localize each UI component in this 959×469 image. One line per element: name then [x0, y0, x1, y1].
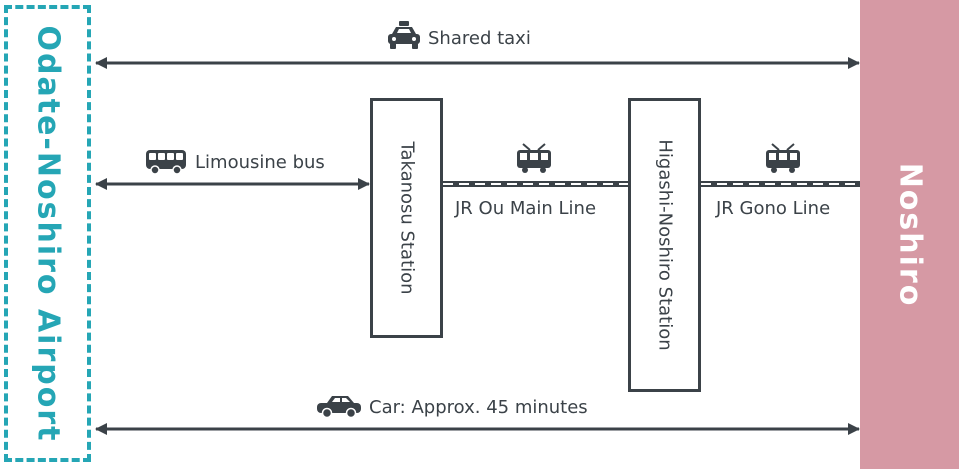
ou-line-label: JR Ou Main Line: [455, 198, 597, 219]
takanosu-station-box: Takanosu Station: [370, 98, 443, 338]
train-icon: [517, 143, 551, 173]
higashi-noshiro-station-label: Higashi-Noshiro Station: [654, 139, 675, 351]
gono-line-label: JR Gono Line: [716, 198, 831, 219]
takanosu-station-label: Takanosu Station: [396, 141, 417, 295]
higashi-noshiro-station-box: Higashi-Noshiro Station: [628, 98, 701, 392]
airport-label: Odate-Noshiro Airport: [30, 25, 65, 442]
bus-route-label: Limousine bus: [195, 152, 325, 173]
bus-icon: [146, 150, 186, 175]
noshiro-box: Noshiro: [860, 0, 959, 469]
train-icon: [766, 143, 800, 173]
noshiro-label: Noshiro: [892, 162, 927, 307]
car-icon: [317, 396, 361, 419]
airport-box: Odate-Noshiro Airport: [4, 5, 91, 462]
car-route-label: Car: Approx. 45 minutes: [369, 397, 588, 418]
taxi-route-label: Shared taxi: [428, 28, 531, 49]
taxi-icon: [388, 21, 420, 49]
